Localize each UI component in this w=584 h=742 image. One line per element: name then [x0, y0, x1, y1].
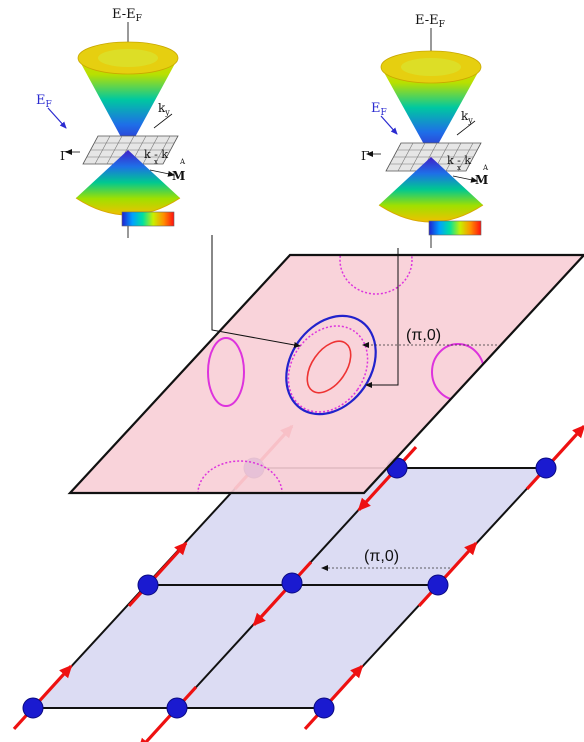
- fermi-pockets: [197, 255, 485, 493]
- spin-arrow: [303, 664, 364, 730]
- lower-cone: [379, 157, 483, 222]
- spin-arrow: [12, 664, 73, 730]
- spin-arrow: [252, 561, 313, 627]
- energy-axis-label: E-EF: [112, 7, 142, 24]
- fermi-grid-plane: [385, 142, 482, 172]
- dirac-cone-left: E-EF EF ky Γ k - k x A M: [36, 7, 186, 238]
- connector-right-cone: [365, 248, 399, 388]
- spin-arrow: [137, 686, 198, 742]
- connector-left-cone: [211, 235, 301, 348]
- m-label: M: [172, 169, 185, 183]
- lattice-atom: [313, 697, 335, 719]
- lattice-atom: [166, 697, 188, 719]
- spin-lattice: (π,0): [12, 424, 584, 742]
- svg-text:x: x: [154, 158, 158, 166]
- spin-arrow: [127, 541, 188, 607]
- spin-arrow: [357, 446, 418, 512]
- ky-label: ky: [158, 101, 170, 117]
- fermi-surface-plane: (π,0): [67, 235, 584, 495]
- colorbar: [121, 211, 175, 227]
- pink-brillouin-zone: [70, 255, 584, 493]
- kx-label: k - k: [447, 154, 471, 167]
- fermi-level-pointer: [47, 107, 67, 129]
- lattice-atom: [22, 697, 44, 719]
- gamma-label: Γ: [361, 149, 369, 163]
- svg-text:x: x: [457, 164, 461, 172]
- kx-label: k - k: [144, 148, 168, 161]
- colorbar: [428, 220, 482, 236]
- svg-text:A: A: [179, 158, 186, 166]
- lattice-atom: [281, 572, 303, 594]
- gamma-label: Γ: [60, 149, 68, 163]
- pocket-top-edge: [339, 255, 413, 295]
- spin-arrow: [417, 541, 478, 607]
- fermi-level-pointer: [380, 115, 398, 135]
- fermi-level-label: EF: [371, 101, 387, 118]
- lattice-atom: [137, 574, 159, 596]
- svg-text:A: A: [482, 164, 489, 172]
- lattice-atom: [535, 457, 557, 479]
- ky-label: ky: [461, 109, 473, 125]
- pocket-center-dotted: [287, 325, 369, 413]
- fermi-level-label: EF: [36, 93, 52, 110]
- dirac-cone-right: E-EF EF ky Γ k - k x A M: [361, 13, 489, 248]
- pocket-left-edge: [207, 337, 245, 407]
- fermi-grid-plane: [82, 135, 179, 165]
- pocket-center-red: [306, 340, 352, 394]
- upper-cone: [78, 49, 178, 150]
- fermi-wavevector-label: (π,0): [406, 327, 441, 344]
- upper-cone: [381, 58, 481, 157]
- lattice-atom: [427, 574, 449, 596]
- spin-arrow: [525, 424, 584, 490]
- lower-cone: [76, 150, 180, 215]
- pink-plane-border: [67, 253, 584, 495]
- lattice-wavevector-label: (π,0): [364, 548, 399, 565]
- m-label: M: [475, 173, 488, 187]
- energy-axis-label: E-EF: [415, 13, 445, 30]
